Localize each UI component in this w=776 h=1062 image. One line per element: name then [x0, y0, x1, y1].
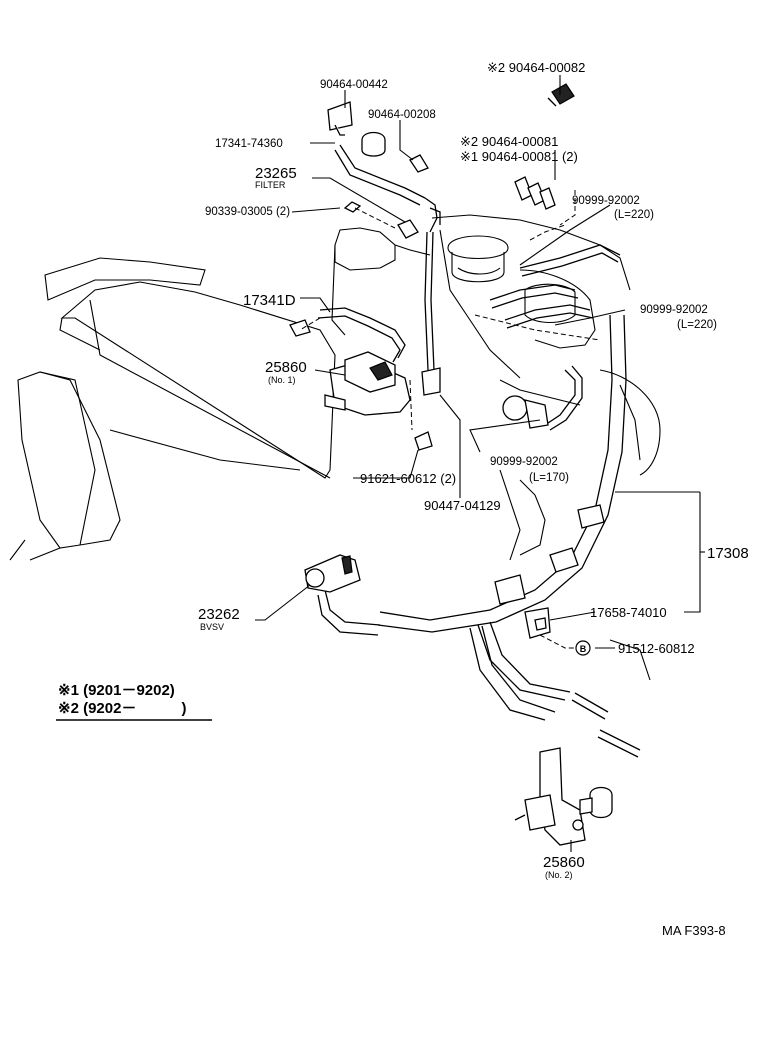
b-marker-circle — [575, 640, 591, 656]
label-90339-03005: 90339-03005 (2) — [205, 206, 290, 218]
diagram-reference-code: MA F393-8 — [662, 923, 726, 938]
label-17341D: 17341D — [243, 292, 296, 309]
legend-row-1: ※1 (9201－9202) — [58, 682, 175, 699]
label-90999-92002-b: 90999-92002 — [640, 304, 708, 316]
label-90464-00208: 90464-00208 — [368, 109, 436, 121]
label-90999-92002-c: 90999-92002 — [490, 456, 558, 468]
legend-row-2: ※2 (9202－ ) — [58, 700, 186, 717]
label-17341-74360: 17341-74360 — [215, 138, 283, 150]
label-90447-04129: 90447-04129 — [424, 498, 501, 513]
label-23265-filter: FILTER — [255, 180, 286, 190]
label-25860-no1-sub: (No. 1) — [268, 375, 296, 385]
label-90464-00442: 90464-00442 — [320, 79, 388, 91]
label-90999-92002-a: 90999-92002 — [572, 195, 640, 207]
label-x2-90464-00081: ※2 90464-00081 — [460, 134, 558, 149]
engine-outline — [9, 214, 661, 681]
label-91512-60812: 91512-60812 — [618, 641, 695, 656]
label-25860-no1: 25860 — [265, 359, 307, 376]
label-17308: 17308 — [707, 545, 749, 562]
label-90999-92002-c-length: (L=170) — [529, 472, 569, 484]
components — [289, 83, 613, 846]
label-91621-60612: 91621-60612 (2) — [360, 471, 456, 486]
legend: ※1 (9201－9202) ※2 (9202－ ) — [56, 682, 212, 721]
label-23262: 23262 — [198, 606, 240, 623]
label-90999-92002-a-length: (L=220) — [614, 209, 654, 221]
label-b-marker: B — [580, 644, 587, 654]
label-23262-bvsv: BVSV — [200, 622, 224, 632]
label-25860-no2-sub: (No. 2) — [545, 870, 573, 880]
label-x1-90464-00081: ※1 90464-00081 (2) — [460, 149, 578, 164]
label-90999-92002-b-length: (L=220) — [677, 319, 717, 331]
label-x2-90464-00082: ※2 90464-00082 — [487, 60, 585, 75]
label-23265: 23265 — [255, 165, 297, 182]
label-25860-no2: 25860 — [543, 854, 585, 871]
label-17658-74010: 17658-74010 — [590, 605, 667, 620]
part-labels: 90464-00442 17341-74360 90464-00208 2326… — [198, 60, 749, 880]
vacuum-hoses — [317, 144, 641, 758]
leader-lines — [255, 75, 705, 852]
